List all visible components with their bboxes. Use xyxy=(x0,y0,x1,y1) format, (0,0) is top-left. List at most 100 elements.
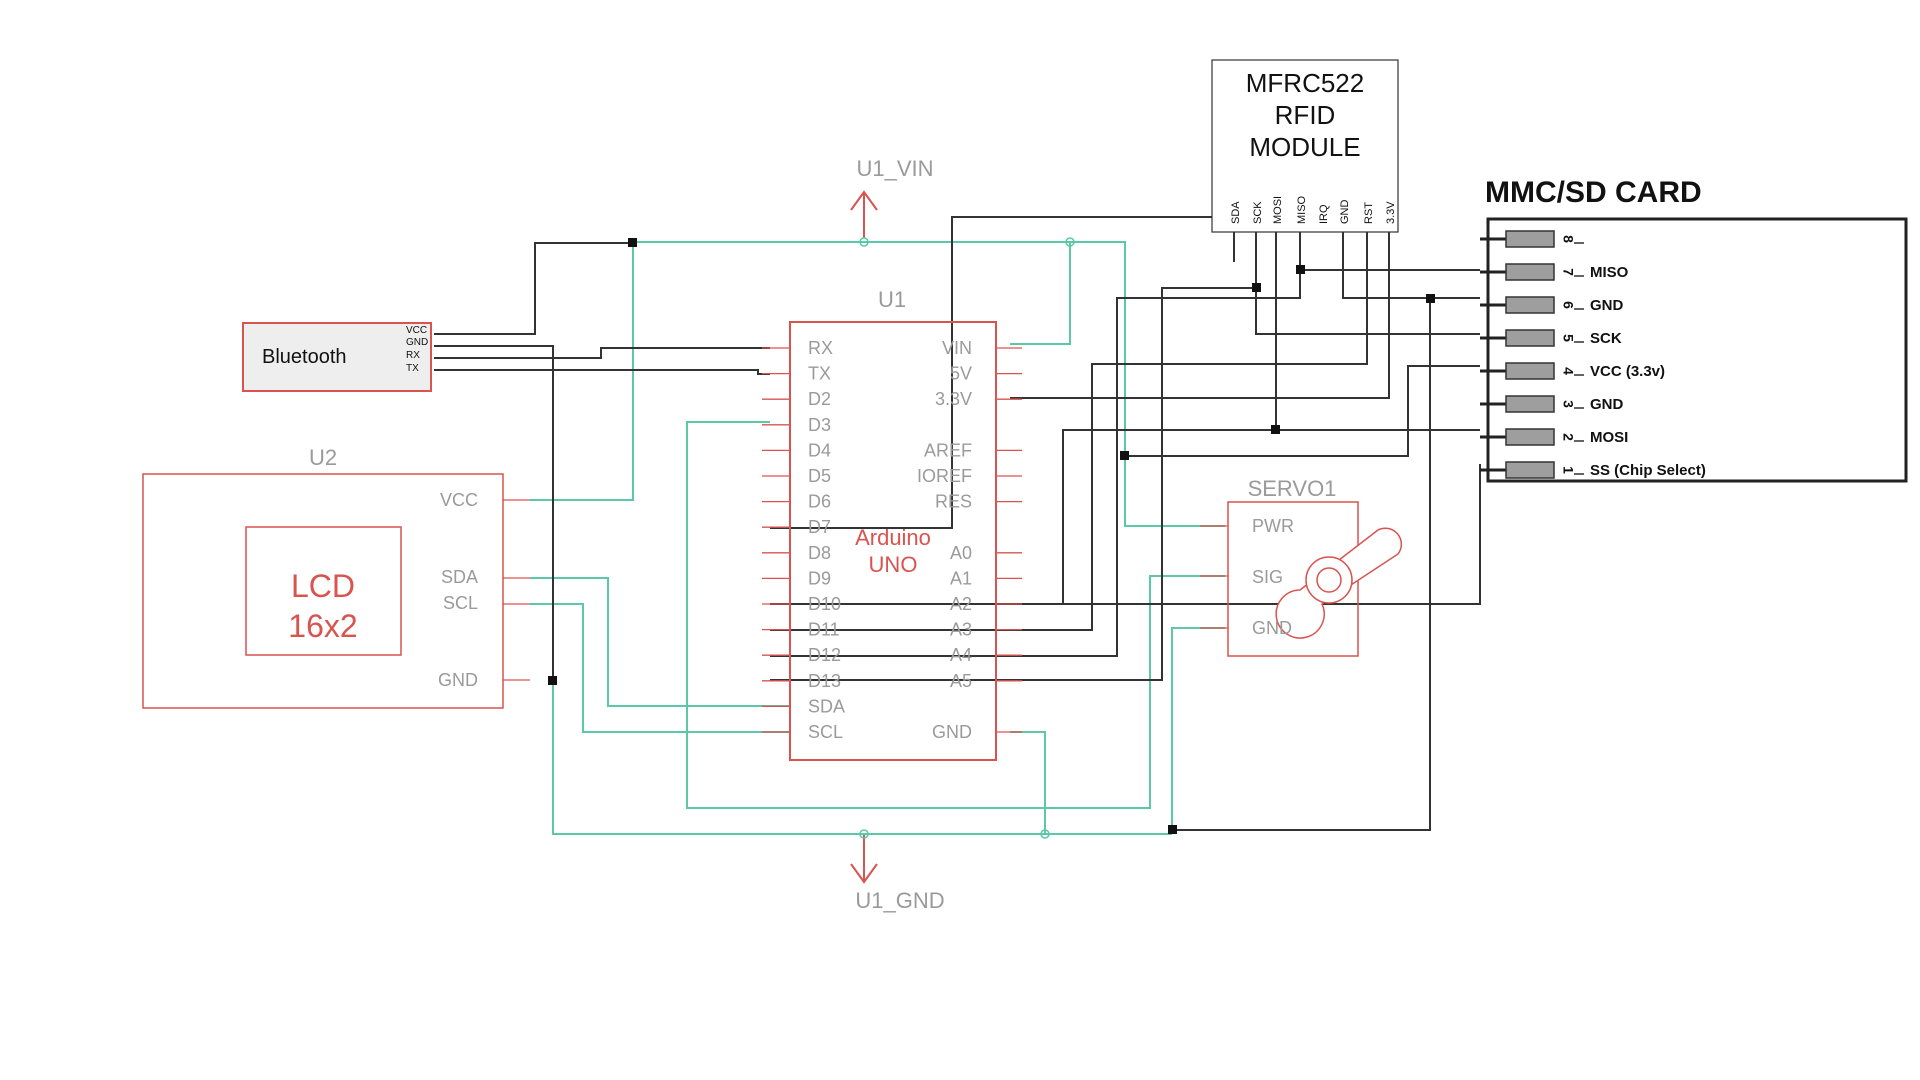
rfid-pin-mosi: MOSI xyxy=(1272,196,1284,224)
rfid-module: MFRC522 RFID MODULE SDA SCK MOSI MISO IRQ GND… xyxy=(1211,59,1399,233)
rfid-title-line1: MFRC522 xyxy=(1246,68,1364,98)
arduino-pin-d7: D7 xyxy=(808,517,831,537)
rfid-title-line2: RFID xyxy=(1275,100,1336,130)
sd-pin-contact xyxy=(1505,362,1555,380)
sd-pin-contact xyxy=(1505,230,1555,248)
servo-pin-gnd: GND xyxy=(1252,618,1292,638)
bluetooth-pin-tx: TX xyxy=(406,363,419,374)
sd-pin-number: 1 xyxy=(1560,466,1576,474)
sd-body xyxy=(1486,217,1908,483)
sd-pin-label: MISO xyxy=(1590,264,1629,281)
lcd-pin-gnd: GND xyxy=(438,670,478,690)
sd-pin-label: GND xyxy=(1590,297,1624,314)
arduino-pin-a0: A0 xyxy=(950,543,972,563)
arduino-pin-a3: A3 xyxy=(950,620,972,640)
arduino-pin-a1: A1 xyxy=(950,568,972,588)
lcd-pin-vcc: VCC xyxy=(440,490,478,510)
rfid-pin-33v: 3.3V xyxy=(1385,201,1397,224)
arduino-pin-d8: D8 xyxy=(808,543,831,563)
sd-pin-number: 8 xyxy=(1560,235,1576,243)
rfid-pin-sda: SDA xyxy=(1230,201,1242,224)
sd-pin-contact xyxy=(1505,296,1555,314)
arduino-ref: U1 xyxy=(878,287,906,312)
lcd-outline xyxy=(142,473,504,709)
arduino-pin-scl: SCL xyxy=(808,722,843,742)
arduino-pin-d2: D2 xyxy=(808,389,831,409)
rfid-pin-rst: RST xyxy=(1363,202,1375,224)
sd-pin-contact xyxy=(1505,395,1555,413)
rfid-body xyxy=(1211,59,1399,233)
sd-pin-label: SS (Chip Select) xyxy=(1590,462,1706,479)
dark-wires xyxy=(434,216,1481,834)
arduino-pin-gnd: GND xyxy=(932,722,972,742)
rfid-pins: SDA SCK MOSI MISO IRQ GND RST 3.3V xyxy=(1230,195,1397,224)
arduino-pin-5v: 5V xyxy=(950,364,972,384)
arduino-pin-aref: AREF xyxy=(924,440,972,460)
sd-pin-number: 4 xyxy=(1560,367,1576,375)
sd-pin-label: SCK xyxy=(1590,330,1622,347)
bluetooth-pin-gnd: GND xyxy=(406,337,428,348)
sd-pin-contact xyxy=(1505,329,1555,347)
arduino-pin-d6: D6 xyxy=(808,492,831,512)
servo-horn-icon xyxy=(1275,527,1403,639)
arduino-name-line2: UNO xyxy=(869,552,918,577)
arduino-pin-a4: A4 xyxy=(950,645,972,665)
arduino-pin-tx: TX xyxy=(808,364,831,384)
sd-pin-label: GND xyxy=(1590,396,1624,413)
vin-label: U1_VIN xyxy=(856,156,933,181)
lcd-title-line1: LCD xyxy=(291,568,355,604)
sd-pin-number: 5 xyxy=(1560,334,1576,342)
arduino-pin-a2: A2 xyxy=(950,594,972,614)
sd-pin-contact xyxy=(1505,428,1555,446)
arduino-pin-ioref: IOREF xyxy=(917,466,972,486)
arduino-name-line1: Arduino xyxy=(855,525,931,550)
sd-pin-label: VCC (3.3v) xyxy=(1590,363,1665,380)
servo-ref: SERVO1 xyxy=(1248,476,1337,501)
arduino-pin-d9: D9 xyxy=(808,568,831,588)
rfid-pin-miso: MISO xyxy=(1296,195,1308,224)
gnd-label: U1_GND xyxy=(855,888,944,913)
rfid-pin-sck: SCK xyxy=(1252,201,1264,224)
arduino-pin-a5: A5 xyxy=(950,671,972,691)
arduino-body xyxy=(789,321,997,761)
servo-pin-pwr: PWR xyxy=(1252,516,1294,536)
sd-title: MMC/SD CARD xyxy=(1485,176,1702,209)
bluetooth-title: Bluetooth xyxy=(262,346,347,368)
bluetooth-module: Bluetooth VCC GND RX TX xyxy=(242,322,432,392)
lcd-module: U2 LCD 16x2 VCC SDA SCL GND xyxy=(142,445,530,709)
rfid-pin-gnd: GND xyxy=(1339,200,1351,225)
lcd-pin-scl: SCL xyxy=(443,593,478,613)
arduino-pin-d5: D5 xyxy=(808,466,831,486)
arduino-pin-rx: RX xyxy=(808,338,833,358)
bluetooth-body xyxy=(242,322,432,392)
bluetooth-pin-rx: RX xyxy=(406,350,420,361)
arduino-pin-d12: D12 xyxy=(808,645,841,665)
bluetooth-pin-vcc: VCC xyxy=(406,325,427,336)
arduino-pin-d3: D3 xyxy=(808,415,831,435)
lcd-pin-sda: SDA xyxy=(441,567,478,587)
sd-pin-number: 7 xyxy=(1560,268,1576,276)
arduino-pin-d13: D13 xyxy=(808,671,841,691)
arduino-pin-d4: D4 xyxy=(808,440,831,460)
sd-pin-label: MOSI xyxy=(1590,429,1628,446)
sd-pin-number: 6 xyxy=(1560,301,1576,309)
arduino-pin-d11: D11 xyxy=(808,620,840,640)
lcd-ref: U2 xyxy=(309,445,337,470)
rfid-title-line3: MODULE xyxy=(1249,132,1360,162)
arduino-uno: U1 Arduino UNO RX TX D2D3D4D5D6D7D8D9D10D1… xyxy=(762,287,1022,761)
sd-pin-contact xyxy=(1505,263,1555,281)
lcd-title-line2: 16x2 xyxy=(288,608,357,644)
arduino-pin-d10: D10 xyxy=(808,594,841,614)
sd-pin-number: 3 xyxy=(1560,400,1576,408)
arduino-pin-vin: VIN xyxy=(942,338,972,358)
servo-pin-sig: SIG xyxy=(1252,567,1283,587)
lcd-screen xyxy=(245,526,402,656)
power-vin-symbol: U1_VIN xyxy=(850,156,934,238)
arduino-pin-res: RES xyxy=(935,492,972,512)
rfid-pin-irq: IRQ xyxy=(1318,204,1330,224)
